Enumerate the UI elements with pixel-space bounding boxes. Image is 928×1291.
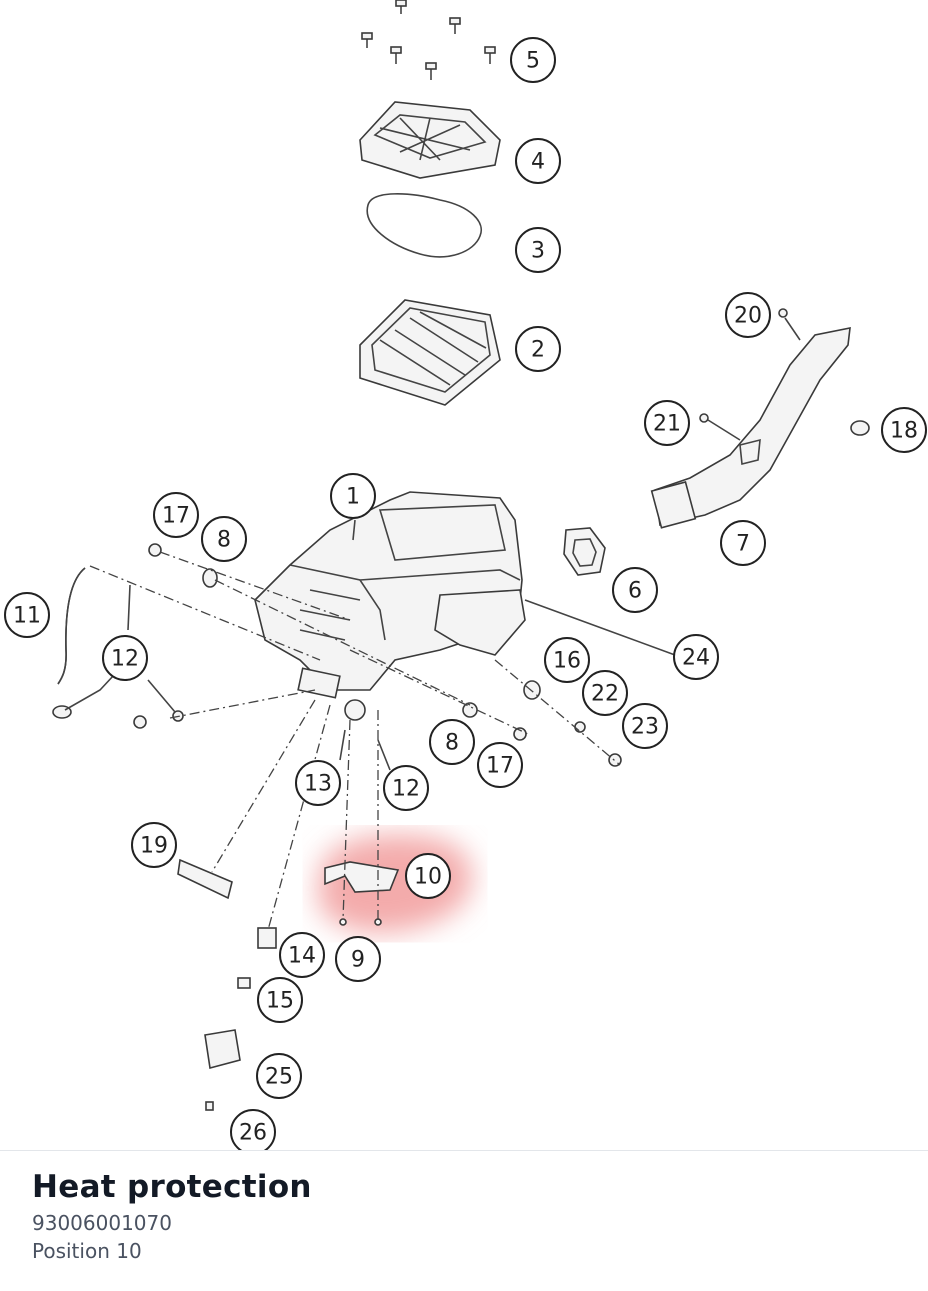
- svg-text:1: 1: [346, 485, 360, 510]
- exploded-parts-diagram: 5 4 3 2 20 21 18 1 17 8 6 7 11 12 24 16 …: [4, 0, 927, 1155]
- intake-duct-part: [650, 326, 851, 529]
- svg-text:14: 14: [288, 944, 316, 969]
- filter-cover-part: [359, 101, 501, 179]
- svg-text:8: 8: [217, 528, 231, 553]
- callout-24[interactable]: 24: [673, 634, 719, 680]
- svg-text:2: 2: [531, 338, 545, 363]
- svg-text:11: 11: [13, 604, 41, 629]
- air-filter-part: [359, 299, 501, 406]
- callout-2[interactable]: 2: [515, 326, 561, 372]
- callout-3[interactable]: 3: [515, 227, 561, 273]
- callout-7[interactable]: 7: [720, 520, 766, 566]
- part-number: 93006001070: [32, 1211, 172, 1235]
- callout-13[interactable]: 13: [295, 760, 341, 806]
- callout-6[interactable]: 6: [612, 567, 658, 613]
- svg-text:5: 5: [526, 49, 540, 74]
- small-fittings: [52, 308, 788, 1111]
- svg-text:9: 9: [351, 948, 365, 973]
- callout-18[interactable]: 18: [881, 407, 927, 453]
- svg-text:13: 13: [304, 772, 332, 797]
- svg-text:19: 19: [140, 834, 168, 859]
- callout-25[interactable]: 25: [256, 1053, 302, 1099]
- svg-text:21: 21: [653, 412, 681, 437]
- callout-8[interactable]: 8: [201, 516, 247, 562]
- svg-text:24: 24: [682, 646, 710, 671]
- svg-text:10: 10: [414, 865, 442, 890]
- svg-text:12: 12: [392, 777, 420, 802]
- svg-text:3: 3: [531, 239, 545, 264]
- callout-14[interactable]: 14: [279, 932, 325, 978]
- callout-26[interactable]: 26: [230, 1109, 276, 1155]
- callout-8b[interactable]: 8: [429, 719, 475, 765]
- callout-10[interactable]: 10: [405, 853, 451, 899]
- callout-12b[interactable]: 12: [383, 765, 429, 811]
- svg-text:22: 22: [591, 682, 619, 707]
- svg-text:8: 8: [445, 731, 459, 756]
- callout-19[interactable]: 19: [131, 822, 177, 868]
- callout-5[interactable]: 5: [510, 37, 556, 83]
- svg-text:20: 20: [734, 304, 762, 329]
- callout-12[interactable]: 12: [102, 635, 148, 681]
- svg-text:18: 18: [890, 419, 918, 444]
- part-info-panel: Heat protection 93006001070 Position 10: [0, 1150, 928, 1291]
- screws-group: [361, 0, 496, 80]
- svg-text:17: 17: [162, 504, 190, 529]
- svg-text:15: 15: [266, 989, 294, 1014]
- seal-part: [563, 527, 606, 576]
- callout-20[interactable]: 20: [725, 292, 771, 338]
- svg-text:25: 25: [265, 1065, 293, 1090]
- callout-22[interactable]: 22: [582, 670, 628, 716]
- callout-11[interactable]: 11: [4, 592, 50, 638]
- gasket-part: [366, 193, 482, 258]
- callout-9[interactable]: 9: [335, 936, 381, 982]
- svg-text:7: 7: [736, 532, 750, 557]
- svg-text:4: 4: [531, 150, 545, 175]
- leader-lines: [64, 317, 801, 931]
- grommet-part: [850, 420, 870, 436]
- airbox-part: [254, 491, 526, 721]
- callout-21[interactable]: 21: [644, 400, 690, 446]
- svg-text:26: 26: [239, 1121, 267, 1146]
- hose-part: [57, 567, 86, 685]
- callout-17b[interactable]: 17: [477, 742, 523, 788]
- callout-16[interactable]: 16: [544, 637, 590, 683]
- svg-text:17: 17: [486, 754, 514, 779]
- callout-23[interactable]: 23: [622, 703, 668, 749]
- callout-4[interactable]: 4: [515, 138, 561, 184]
- svg-text:23: 23: [631, 715, 659, 740]
- svg-text:6: 6: [628, 579, 642, 604]
- callout-15[interactable]: 15: [257, 977, 303, 1023]
- part-position: Position 10: [32, 1239, 142, 1263]
- callout-17[interactable]: 17: [153, 492, 199, 538]
- svg-text:16: 16: [553, 649, 581, 674]
- part-title: Heat protection: [32, 1169, 312, 1205]
- callout-1[interactable]: 1: [330, 473, 376, 519]
- svg-text:12: 12: [111, 647, 139, 672]
